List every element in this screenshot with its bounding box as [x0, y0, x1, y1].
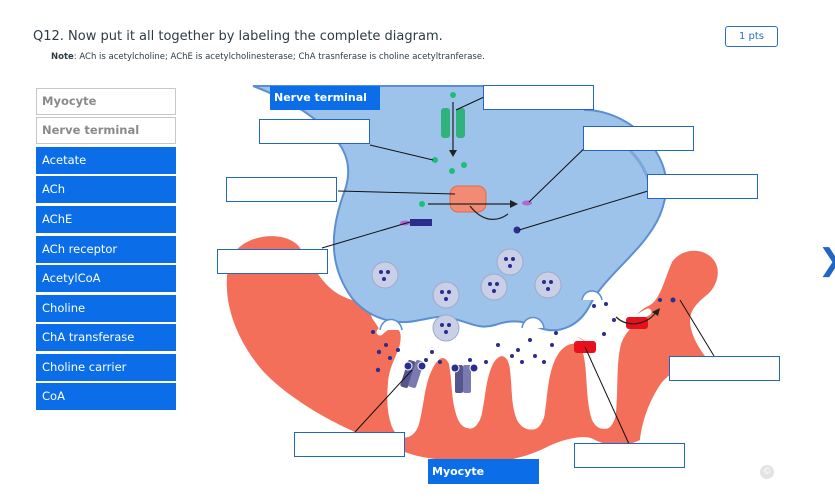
points-badge: 1 pts: [725, 26, 778, 47]
reaction-curve: [469, 205, 509, 220]
diagram-label-nerve-terminal: Nerve terminal: [270, 86, 380, 110]
bank-item-myocyte[interactable]: Myocyte: [36, 88, 176, 115]
vesicle-contents: [379, 257, 553, 334]
myocyte-body: [226, 236, 718, 463]
bank-item-ach[interactable]: ACh: [36, 176, 176, 203]
acetate-molecule: [522, 200, 532, 206]
choline-dot-4: [419, 201, 425, 207]
hydrolysis-arrow: [615, 311, 657, 325]
drop-target-1[interactable]: [259, 119, 370, 144]
hydrolysis-arrowhead: [652, 308, 660, 316]
bank-item-coa[interactable]: CoA: [36, 383, 176, 410]
note-text: : ACh is acetylcholine; AChE is acetylch…: [73, 52, 485, 62]
leader-lines: [321, 96, 715, 445]
copyright-icon: ©: [760, 465, 774, 479]
bank-item-choline[interactable]: Choline: [36, 295, 176, 322]
drop-target-5[interactable]: [583, 126, 694, 151]
bank-item-ach-receptor[interactable]: ACh receptor: [36, 236, 176, 263]
drop-target-7[interactable]: [669, 356, 780, 381]
question-note: Note: ACh is acetylcholine; AChE is acet…: [51, 52, 485, 62]
cleft-ach: [371, 297, 676, 373]
question-text: Q12. Now put it all together by labeling…: [33, 29, 443, 44]
bank-item-choline-carrier[interactable]: Choline carrier: [36, 354, 176, 381]
choline-dot-1: [432, 157, 438, 163]
diagram-label-myocyte: Myocyte: [428, 459, 539, 484]
choline-carrier-right: [456, 108, 465, 138]
choline-carrier-left: [441, 108, 450, 138]
drop-target-9[interactable]: [574, 443, 685, 468]
choline-dot-3: [461, 162, 467, 168]
choline-dot-2: [449, 168, 455, 174]
vesicles: [371, 248, 562, 342]
drop-target-2[interactable]: [226, 177, 337, 202]
acetylcoa-molecule: [410, 219, 432, 226]
bank-item-ache[interactable]: AChE: [36, 206, 176, 233]
bank-item-cha-transferase[interactable]: ChA transferase: [36, 324, 176, 351]
ach-molecule: [513, 226, 521, 234]
bank-item-nerve-terminal[interactable]: Nerve terminal: [36, 117, 176, 144]
junctional-folds: [376, 308, 652, 438]
note-label: Note: [51, 52, 74, 62]
chevron-right-icon[interactable]: ❯: [818, 241, 835, 281]
drop-target-3[interactable]: [217, 249, 328, 274]
cha-transferase-enzyme: [449, 185, 487, 213]
carrier-arrowhead: [449, 150, 457, 157]
choline-outside-dot: [450, 92, 456, 98]
drop-target-6[interactable]: [647, 174, 758, 199]
release-sites: [379, 290, 603, 331]
drop-target-8[interactable]: [294, 432, 405, 457]
bank-item-acetate[interactable]: Acetate: [36, 147, 176, 174]
bank-item-acetylcoa[interactable]: AcetylCoA: [36, 265, 176, 292]
reaction-arrowhead: [510, 200, 518, 208]
drop-target-4[interactable]: [483, 85, 594, 110]
